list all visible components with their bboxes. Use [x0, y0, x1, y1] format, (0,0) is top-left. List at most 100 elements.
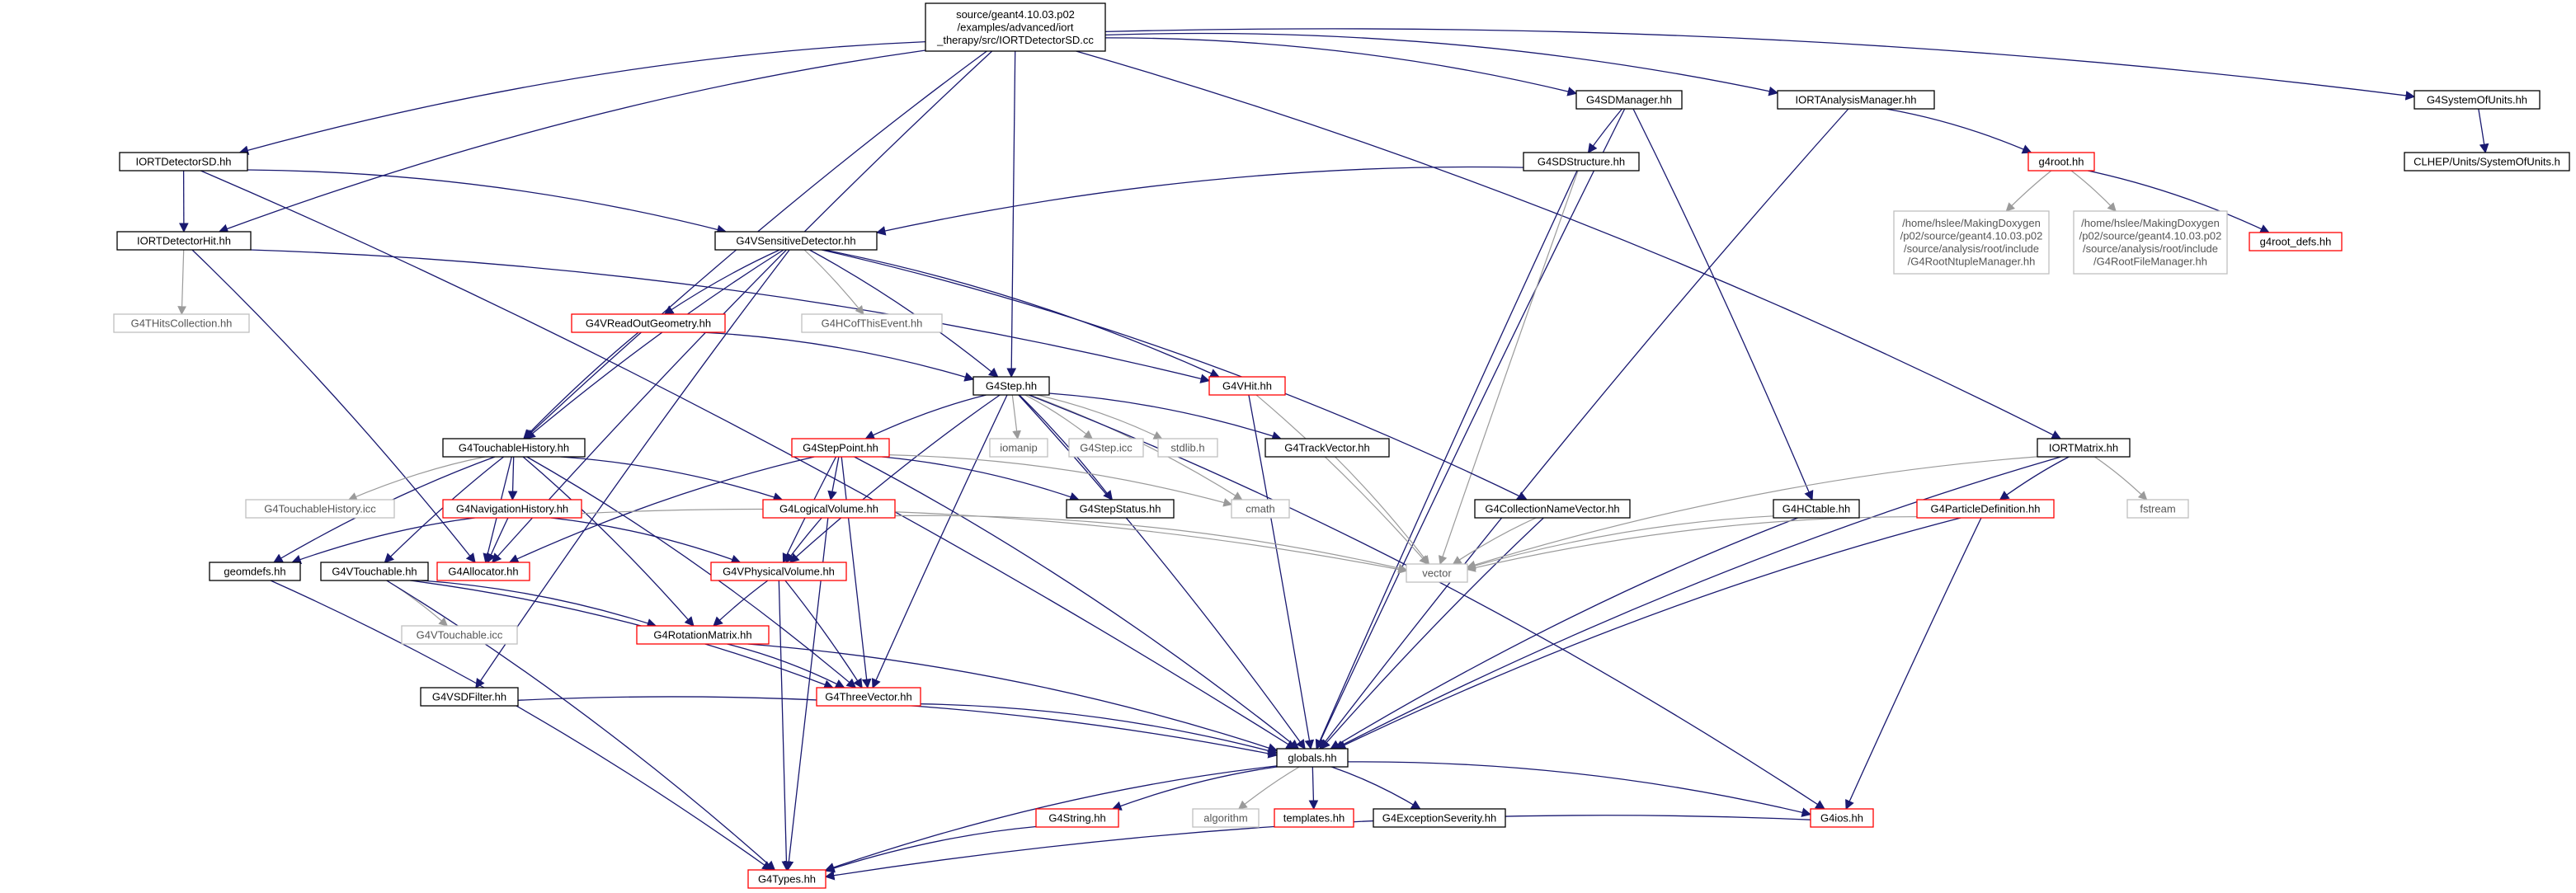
edge-g4steppoint-to-g4threevec [841, 456, 872, 689]
node-label: source/geant4.10.03.p02 [956, 8, 1075, 21]
node-label: /home/hslee/MakingDoxygen [2081, 217, 2220, 229]
node-label: /G4RootNtupleManager.hh [1908, 256, 2036, 268]
edge-g4vphysvol-to-g4types [778, 580, 792, 872]
edge-globals-to-g4ios [1347, 761, 1812, 817]
node-g4hctable[interactable]: G4HCtable.hh [1773, 499, 1860, 519]
node-g4stepicc: G4Step.icc [1068, 438, 1144, 458]
node-box [1274, 808, 1354, 828]
node-g4allocator[interactable]: G4Allocator.hh [436, 562, 530, 581]
node-label: CLHEP/Units/SystemOfUnits.h [2414, 155, 2560, 167]
node-box [1575, 90, 1683, 110]
node-g4vsensdet[interactable]: G4VSensitiveDetector.hh [714, 231, 878, 251]
node-globals[interactable]: globals.hh [1276, 748, 1349, 768]
node-g4sdmanager[interactable]: G4SDManager.hh [1575, 90, 1683, 110]
node-g4logvol[interactable]: G4LogicalVolume.hh [762, 499, 896, 519]
node-iomanip: iomanip [989, 438, 1048, 458]
node-label: /source/analysis/root/include [2083, 242, 2218, 255]
edge-g4step-to-stdlib [1037, 394, 1163, 439]
edge-g4step-to-iomanip [1011, 394, 1021, 440]
node-label: G4ThreeVector.hh [825, 690, 912, 703]
edge-g4steppoint-to-g4logvol [827, 456, 840, 501]
edge-root-to-g4touchhist [524, 50, 987, 439]
edge-g4vtouchable-to-g4vtouchicc [386, 580, 449, 627]
node-label: G4VSDFilter.hh [432, 690, 506, 703]
edge-g4vreadout-to-g4step [700, 331, 975, 382]
edge-globals-to-g4exception [1330, 766, 1421, 810]
node-label: /source/analysis/root/include [1904, 242, 2039, 255]
node-g4string[interactable]: G4String.hh [1035, 808, 1119, 828]
node-box [1066, 499, 1175, 519]
node-label: G4ExceptionSeverity.hh [1382, 811, 1497, 824]
node-g4vtouchicc: G4VTouchable.icc [401, 625, 518, 645]
edge-g4navhist-to-geomdefs [291, 517, 475, 564]
node-label: IORTDetectorHit.hh [137, 234, 231, 247]
node-root[interactable]: source/geant4.10.03.p02/examples/advance… [925, 2, 1106, 52]
edge-g4vhit-to-globals [1248, 394, 1315, 750]
node-iortdetsd[interactable]: IORTDetectorSD.hh [119, 152, 248, 172]
node-label: g4root.hh [2039, 155, 2084, 167]
edge-globals-to-g4types [824, 765, 1278, 872]
node-g4navhist[interactable]: G4NavigationHistory.hh [442, 499, 582, 519]
node-g4vreadout[interactable]: G4VReadOutGeometry.hh [571, 313, 726, 333]
node-geomdefs[interactable]: geomdefs.hh [209, 562, 301, 581]
node-label: G4VPhysicalVolume.hh [723, 565, 835, 577]
node-g4collname[interactable]: G4CollectionNameVector.hh [1474, 499, 1631, 519]
node-box [2073, 210, 2228, 275]
node-label: G4THitsCollection.hh [131, 317, 233, 329]
node-box [816, 687, 921, 707]
node-g4types[interactable]: G4Types.hh [747, 869, 826, 889]
node-label: g4root_defs.hh [2260, 235, 2332, 247]
node-box [1474, 499, 1631, 519]
edge-g4sdmanager-to-g4hctable [1632, 108, 1814, 501]
node-clhepunits[interactable]: CLHEP/Units/SystemOfUnits.h [2404, 152, 2570, 172]
node-iortmatrix[interactable]: IORTMatrix.hh [2037, 438, 2131, 458]
node-g4rootdefs[interactable]: g4root_defs.hh [2249, 232, 2343, 251]
node-g4sdstructure[interactable]: G4SDStructure.hh [1523, 152, 1640, 172]
node-label: globals.hh [1288, 751, 1336, 764]
edge-iortmatrix-to-fstream [2094, 456, 2148, 501]
node-g4ios[interactable]: G4ios.hh [1810, 808, 1874, 828]
node-box [972, 376, 1050, 396]
node-g4sysunits[interactable]: G4SystemOfUnits.hh [2414, 90, 2541, 110]
edge-g4sdstructure-to-g4vsensdet [875, 166, 1524, 236]
node-box [1231, 499, 1290, 519]
node-label: IORTMatrix.hh [2049, 441, 2118, 454]
node-rootfile: /home/hslee/MakingDoxygen/p02/source/gea… [2073, 210, 2228, 275]
node-g4touchhist[interactable]: G4TouchableHistory.hh [442, 438, 586, 458]
node-g4trackvec[interactable]: G4TrackVector.hh [1264, 438, 1390, 458]
edge-g4steppoint-to-globals [854, 456, 1300, 750]
node-g4rotmatrix[interactable]: G4RotationMatrix.hh [636, 625, 770, 645]
node-box [1035, 808, 1119, 828]
node-g4touchhisticc: G4TouchableHistory.icc [245, 499, 395, 519]
edge-g4step-to-globals [1018, 394, 1306, 750]
node-g4vsdfilter[interactable]: G4VSDFilter.hh [420, 687, 519, 707]
edge-g4vsensdet-to-g4vreadout [663, 249, 780, 315]
node-g4partdef[interactable]: G4ParticleDefinition.hh [1916, 499, 2055, 519]
node-g4root[interactable]: g4root.hh [2027, 152, 2095, 172]
node-g4vtouchable[interactable]: G4VTouchable.hh [320, 562, 429, 581]
node-g4threevec[interactable]: G4ThreeVector.hh [816, 687, 921, 707]
node-box [436, 562, 530, 581]
node-g4vhit[interactable]: G4VHit.hh [1208, 376, 1286, 396]
node-g4exception[interactable]: G4ExceptionSeverity.hh [1373, 808, 1506, 828]
node-g4vphysvol[interactable]: G4VPhysicalVolume.hh [710, 562, 847, 581]
node-box [2404, 152, 2570, 172]
node-box [1192, 808, 1260, 828]
node-g4stepstatus[interactable]: G4StepStatus.hh [1066, 499, 1175, 519]
node-g4step[interactable]: G4Step.hh [972, 376, 1050, 396]
node-label: /p02/source/geant4.10.03.p02 [1900, 230, 2043, 242]
node-label: G4TouchableHistory.icc [264, 502, 376, 515]
node-g4steppoint[interactable]: G4StepPoint.hh [791, 438, 890, 458]
node-iortdethit[interactable]: IORTDetectorHit.hh [116, 231, 252, 251]
edge-iortdethit-to-g4thits [177, 249, 186, 316]
node-templates[interactable]: templates.hh [1274, 808, 1354, 828]
node-label: G4HCofThisEvent.hh [822, 317, 923, 329]
edge-g4trackvec-to-vector [1335, 456, 1430, 565]
edge-g4vsensdet-to-g4collname [821, 249, 1528, 501]
node-label: iomanip [1000, 441, 1038, 454]
node-iortanalysis[interactable]: IORTAnalysisManager.hh [1777, 90, 1935, 110]
edge-g4vtouchable-to-g4rotmatrix [421, 580, 657, 628]
node-box [1916, 499, 2055, 519]
node-box [2126, 499, 2189, 519]
edge-g4touchhist-to-g4logvol [560, 456, 784, 502]
